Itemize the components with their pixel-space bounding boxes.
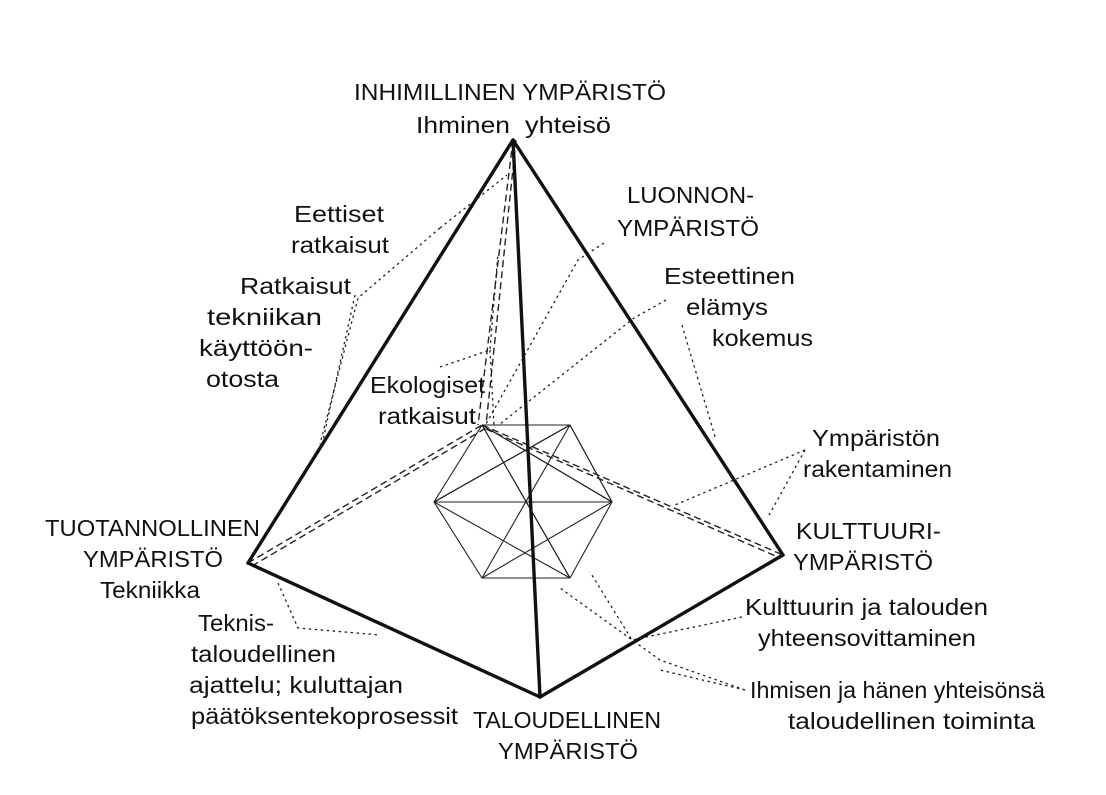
label-toiminta-1: Ihmisen ja hänen yhteisönsä [750,677,1045,703]
edge-apex-left [246,138,515,565]
label-rakentaminen-2: rakentaminen [803,456,952,482]
label-inhimillinen-title: INHIMILLINEN YMPÄRISTÖ [354,79,666,105]
leader-toiminta [559,587,746,691]
label-ekologiset-2: ratkaisut [378,403,477,429]
label-eettiset-1: Eettiset [294,201,385,227]
label-sovittaminen-2: yhteensovittaminen [758,625,976,651]
hex-diagonal [481,424,571,579]
edge-apex-right [511,138,785,557]
label-teknis-2: taloudellinen [191,641,336,667]
label-tuotannollinen-2: YMPÄRISTÖ [83,546,223,572]
hex-diagonal [481,424,613,503]
edge-back-right-b [485,428,781,559]
label-eettiset-2: ratkaisut [291,232,390,258]
pyramid-hidden-edges [247,139,784,567]
leader-esteettinen-b [681,324,717,441]
label-teknis-4: päätöksentekoprosessit [191,703,459,729]
edge-base-left [246,561,542,699]
leader-eettiset-apex [439,174,508,229]
label-yhteiso: yhteisö [525,112,611,138]
leader-toiminta-b [659,669,746,691]
hex-diagonal [569,424,613,503]
label-rakentaminen-1: Ympäristön [812,425,940,451]
label-esteettinen-3: kokemus [712,325,813,351]
edge-back-left [247,424,483,564]
edge-back-left-b [251,427,487,567]
inner-hexagon [433,424,613,579]
label-kulttuuri-1: KULTTUURI- [796,518,941,544]
edge-apex-front [511,138,542,699]
label-kulttuuri-2: YMPÄRISTÖ [793,549,933,575]
hex-diagonal [433,501,571,579]
leader-tekniikan [322,294,356,441]
label-tekniikan-3: käyttöön- [199,335,313,361]
leader-ekologiset-b [489,349,495,426]
label-esteettinen-1: Esteettinen [664,263,795,289]
label-tuotannollinen-1: TUOTANNOLLINEN [45,515,260,541]
label-tekniikan-2: tekniikan [207,304,322,330]
label-teknis-1: Teknis- [198,610,274,636]
labels: INHIMILLINEN YMPÄRISTÖ Ihminen yhteisö L… [45,79,1045,764]
label-luonnon-2: YMPÄRISTÖ [617,215,759,241]
label-teknis-3: ajattelu; kuluttajan [189,672,403,698]
leader-rakentaminen [674,449,806,506]
label-taloudellinen-1: TALOUDELLINEN [473,707,661,733]
leader-esteettinen [499,299,667,425]
leader-lines [277,174,806,691]
leader-teknis [277,582,381,636]
leader-rakentaminen-b [767,449,806,518]
pyramid-visible-edges [246,138,785,699]
label-sovittaminen-1: Kulttuurin ja talouden [745,594,988,620]
leader-ekologiset [439,252,499,368]
hex-diagonal [481,501,613,579]
label-tekniikka: Tekniikka [100,577,200,603]
label-ihminen: Ihminen [416,112,510,138]
label-luonnon-1: LUONNON- [627,182,754,208]
edge-back-top-b [485,139,517,426]
label-toiminta-2: taloudellinen toiminta [788,708,1035,734]
label-tekniikan-4: otosta [206,366,279,392]
label-tekniikan-1: Ratkaisut [240,273,352,299]
label-taloudellinen-2: YMPÄRISTÖ [498,738,638,764]
hex-diagonal [433,424,571,503]
label-ekologiset-1: Ekologiset [370,372,486,398]
edge-base-right [538,553,785,699]
leader-sovittaminen [589,571,743,641]
leader-luonnon [485,242,605,425]
label-esteettinen-2: elämys [686,294,768,320]
